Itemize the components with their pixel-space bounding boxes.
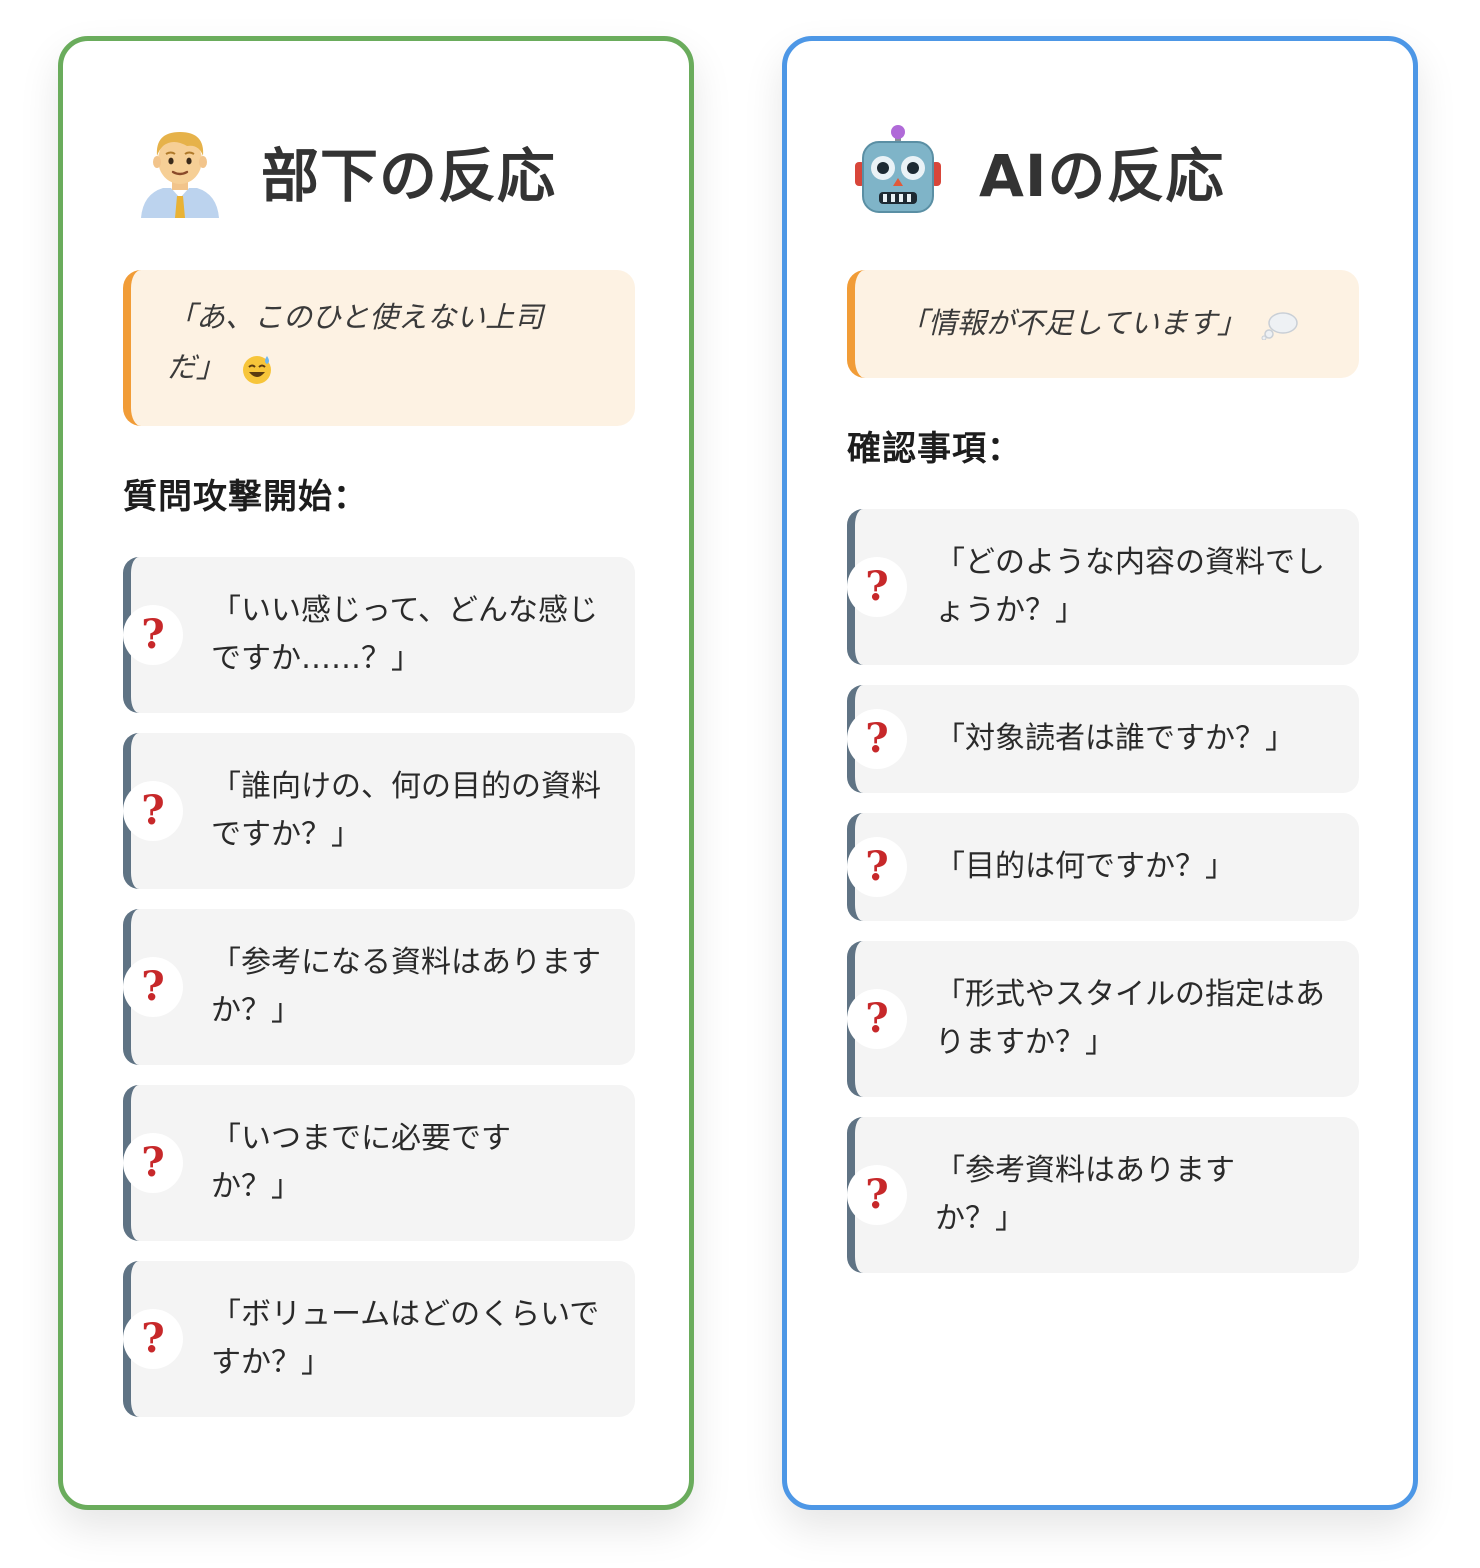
question-item: ? 「ボリュームはどのくらいですか？」 [123,1261,635,1417]
question-mark-icon: ? [123,957,183,1017]
office-worker-man-icon [141,132,219,218]
sweat-smile-face-icon [243,356,272,384]
question-mark-icon: ? [123,1309,183,1369]
question-mark-icon: ? [847,989,907,1049]
subordinate-reaction-card: 部下の反応 「あ、このひと使えない上司だ」 質問攻撃開始： ? 「いい感じって、… [58,36,694,1510]
question-item: ? 「いい感じって、どんな感じですか……？」 [123,557,635,713]
reaction-quote: 「情報が不足しています」 [847,270,1359,378]
question-mark-icon: ? [847,709,907,769]
section-label: 質問攻撃開始： [123,477,368,517]
question-text: 「どのような内容の資料でしょうか？」 [935,545,1325,628]
question-text: 「目的は何ですか？」 [935,849,1235,884]
thought-balloon-icon [1261,312,1299,340]
question-text: 「対象読者は誰ですか？」 [935,721,1295,756]
card-title: AIの反応 [979,142,1225,210]
question-item: ? 「誰向けの、何の目的の資料ですか？」 [123,733,635,889]
question-mark-icon: ? [847,837,907,897]
question-text: 「いい感じって、どんな感じですか……？」 [211,593,598,676]
question-text: 「参考資料はありますか？」 [935,1153,1235,1236]
question-item: ? 「どのような内容の資料でしょうか？」 [847,509,1359,665]
question-text: 「形式やスタイルの指定はありますか？」 [935,977,1325,1060]
question-text: 「ボリュームはどのくらいですか？」 [211,1297,600,1380]
question-mark-icon: ? [847,1165,907,1225]
reaction-quote: 「あ、このひと使えない上司だ」 [123,270,635,426]
question-text: 「誰向けの、何の目的の資料ですか？」 [211,769,601,852]
section-label: 確認事項： [847,429,1022,469]
question-mark-icon: ? [123,605,183,665]
question-mark-icon: ? [847,557,907,617]
card-header: AIの反応 [851,121,1224,221]
card-header: 部下の反応 [133,121,556,221]
card-title: 部下の反応 [261,142,557,210]
question-text: 「いつまでに必要ですか？」 [211,1121,511,1204]
question-item: ? 「対象読者は誰ですか？」 [847,685,1359,793]
question-text: 「参考になる資料はありますか？」 [211,945,601,1028]
question-list: ? 「いい感じって、どんな感じですか……？」 ? 「誰向けの、何の目的の資料です… [123,557,635,1437]
question-item: ? 「形式やスタイルの指定はありますか？」 [847,941,1359,1097]
question-item: ? 「目的は何ですか？」 [847,813,1359,921]
question-item: ? 「いつまでに必要ですか？」 [123,1085,635,1241]
question-mark-icon: ? [123,781,183,841]
robot-face-icon [855,125,941,213]
quote-text: 「情報が不足しています」 [899,306,1247,340]
question-item: ? 「参考になる資料はありますか？」 [123,909,635,1065]
question-item: ? 「参考資料はありますか？」 [847,1117,1359,1273]
quote-text: 「あ、このひと使えない上司だ」 [167,300,544,384]
ai-reaction-card: AIの反応 「情報が不足しています」 確認事項： ? 「どのような内容の資料でし… [782,36,1418,1510]
question-list: ? 「どのような内容の資料でしょうか？」 ? 「対象読者は誰ですか？」 ? 「目… [847,509,1359,1293]
question-mark-icon: ? [123,1133,183,1193]
